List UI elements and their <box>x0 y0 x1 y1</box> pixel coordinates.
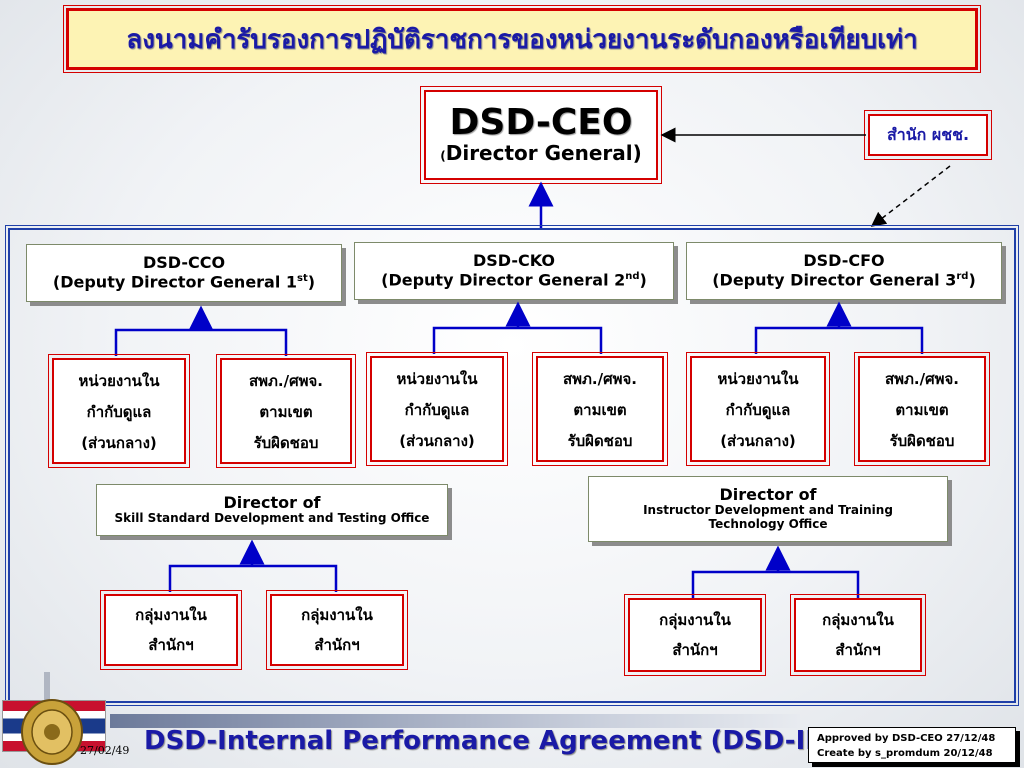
org-frame <box>5 225 1019 706</box>
page-title: ลงนามคำรับรองการปฏิบัติราชการของหน่วยงาน… <box>63 5 981 73</box>
footer-date: 27/02/49 <box>80 744 130 757</box>
ceo-name: DSD-CEO <box>449 101 633 143</box>
side-office-box: สำนัก ผชช. <box>864 110 992 160</box>
unit-central-3: หน่วยงานในกำกับดูแล(ส่วนกลาง) <box>686 352 830 466</box>
deputy-cko-box: DSD-CKO (Deputy Director General 2nd) <box>354 242 674 300</box>
director-skill-box: Director of Skill Standard Development a… <box>96 484 448 536</box>
logo-pole <box>44 672 50 702</box>
group-box-2: กลุ่มงานในสำนักฯ <box>266 590 408 670</box>
footer-band <box>110 714 800 728</box>
unit-central-1: หน่วยงานในกำกับดูแล(ส่วนกลาง) <box>48 354 190 468</box>
ceo-box: DSD-CEO (Director General) <box>420 86 662 184</box>
deputy-cco-box: DSD-CCO (Deputy Director General 1st) <box>26 244 342 302</box>
deputy-cfo-box: DSD-CFO (Deputy Director General 3rd) <box>686 242 1002 300</box>
unit-regional-2: สพภ./ศพจ.ตามเขตรับผิดชอบ <box>532 352 668 466</box>
approval-box: Approved by DSD-CEO 27/12/48 Create by s… <box>808 727 1016 763</box>
group-box-3: กลุ่มงานในสำนักฯ <box>624 594 766 676</box>
unit-regional-3: สพภ./ศพจ.ตามเขตรับผิดชอบ <box>854 352 990 466</box>
dashed-arrow <box>870 165 951 227</box>
unit-regional-1: สพภ./ศพจ.ตามเขตรับผิดชอบ <box>216 354 356 468</box>
director-instructor-box: Director of Instructor Development and T… <box>588 476 948 542</box>
unit-central-2: หน่วยงานในกำกับดูแล(ส่วนกลาง) <box>366 352 508 466</box>
seal-icon <box>21 699 83 765</box>
group-box-4: กลุ่มงานในสำนักฯ <box>790 594 926 676</box>
group-box-1: กลุ่มงานในสำนักฯ <box>100 590 242 670</box>
ceo-role: (Director General) <box>440 140 642 165</box>
footer-title: DSD-Internal Performance Agreement (DSD-… <box>144 726 854 756</box>
